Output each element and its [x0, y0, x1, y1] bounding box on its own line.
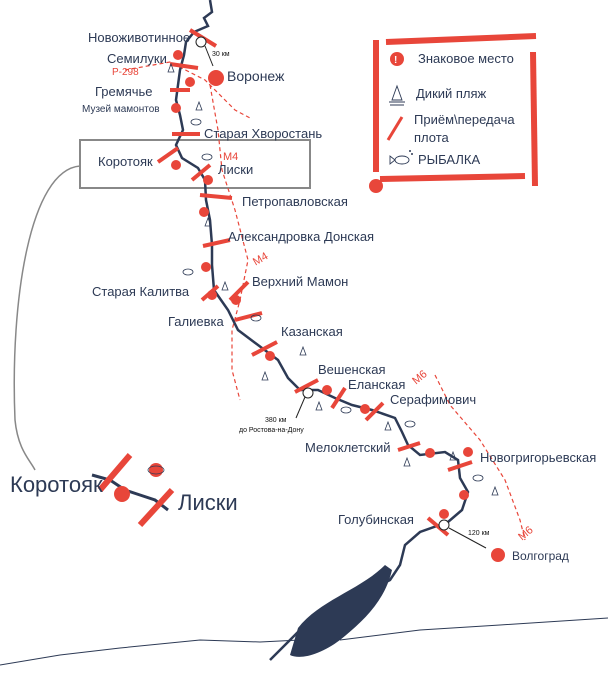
- arrow-to-volgograd: [448, 527, 487, 549]
- label-120km: 120 км: [468, 530, 490, 537]
- landmark-icon: [390, 52, 404, 66]
- label-voronezh: Воронеж: [227, 68, 285, 84]
- label-aleksandrovka: Александровка Донская: [228, 229, 374, 244]
- label-verkhniy-mamon: Верхний Мамон: [252, 274, 348, 289]
- label-kazanskaya: Казанская: [281, 324, 343, 339]
- arrow-to-voronezh: [204, 45, 214, 67]
- arrow-to-rostov: [295, 396, 306, 419]
- legend-landmark: Знаковое место: [418, 51, 514, 66]
- legend: ! Знаковое место Дикий пляж Приём\переда…: [369, 33, 538, 193]
- label-m4-2: М4: [251, 250, 270, 268]
- tsimlyansk-reservoir: [290, 565, 392, 657]
- inset-frame: [79, 139, 311, 189]
- tributary: [339, 617, 608, 641]
- label-serafimovich: Серафимович: [390, 392, 476, 407]
- label-380km: 380 км: [265, 417, 287, 424]
- inset-label-korotoyak: Коротояк: [10, 472, 103, 497]
- label-museum: Музей мамонтов: [82, 104, 160, 115]
- label-semiluki: Семилуки: [107, 51, 167, 66]
- legend-raft-line1: Приём\передача: [414, 112, 515, 127]
- label-m4: М4: [223, 151, 238, 163]
- legend-raft-line2: плота: [414, 130, 450, 145]
- label-novogrigoryevskaya: Новогригорьевская: [480, 450, 596, 465]
- beach-fish-icons: [167, 62, 499, 496]
- label-m6-2: М6: [516, 524, 535, 543]
- landmark-icons: [171, 50, 473, 519]
- label-liski: Лиски: [218, 162, 253, 177]
- veshenskaya-marker: [302, 387, 314, 399]
- legend-wild-beach: Дикий пляж: [416, 86, 487, 101]
- label-galievka: Галиевка: [168, 314, 224, 329]
- label-elanskaya: Еланская: [348, 377, 405, 392]
- golubinskaya-marker: [438, 519, 450, 531]
- label-melokletskiy: Мелоклетский: [305, 440, 390, 455]
- label-m6: М6: [410, 368, 429, 387]
- label-veshenskaya: Вешенская: [318, 362, 385, 377]
- label-to-rostov: до Ростова-на-Дону: [239, 427, 304, 434]
- label-30km: 30 км: [212, 51, 230, 58]
- inset-enlarged: Коротояк Лиски: [10, 453, 238, 528]
- inset-connector: [13, 165, 81, 471]
- label-novozhivotinnoe: Новоживотинное: [88, 30, 190, 45]
- wild-beach-icon: [389, 84, 405, 106]
- road-m4: [209, 84, 249, 401]
- tributary: [0, 639, 301, 666]
- label-staraya-khvorostan: Старая Хворостань: [204, 126, 322, 141]
- fish-icon: [389, 150, 413, 165]
- label-staraya-kalitva: Старая Калитва: [92, 284, 190, 299]
- novozhivotinnoe-marker: [195, 36, 207, 48]
- voronezh-city-icon: [208, 70, 224, 86]
- label-r298: Р-298: [112, 67, 139, 78]
- volgograd-city-icon: [491, 548, 505, 562]
- label-golubinskaya: Голубинская: [338, 512, 414, 527]
- landmark-icon-glyph: !: [394, 55, 397, 66]
- label-gremyachye: Гремячье: [95, 84, 153, 99]
- road-r298: [124, 61, 251, 119]
- label-volgograd: Волгоград: [512, 549, 569, 563]
- legend-fishing: РЫБАЛКА: [418, 152, 480, 167]
- raft-transfer-icon: [386, 116, 404, 141]
- inset-label-liski: Лиски: [178, 490, 238, 515]
- label-korotoyak: Коротояк: [98, 154, 153, 169]
- label-petropavlovskaya: Петропавловская: [242, 194, 348, 209]
